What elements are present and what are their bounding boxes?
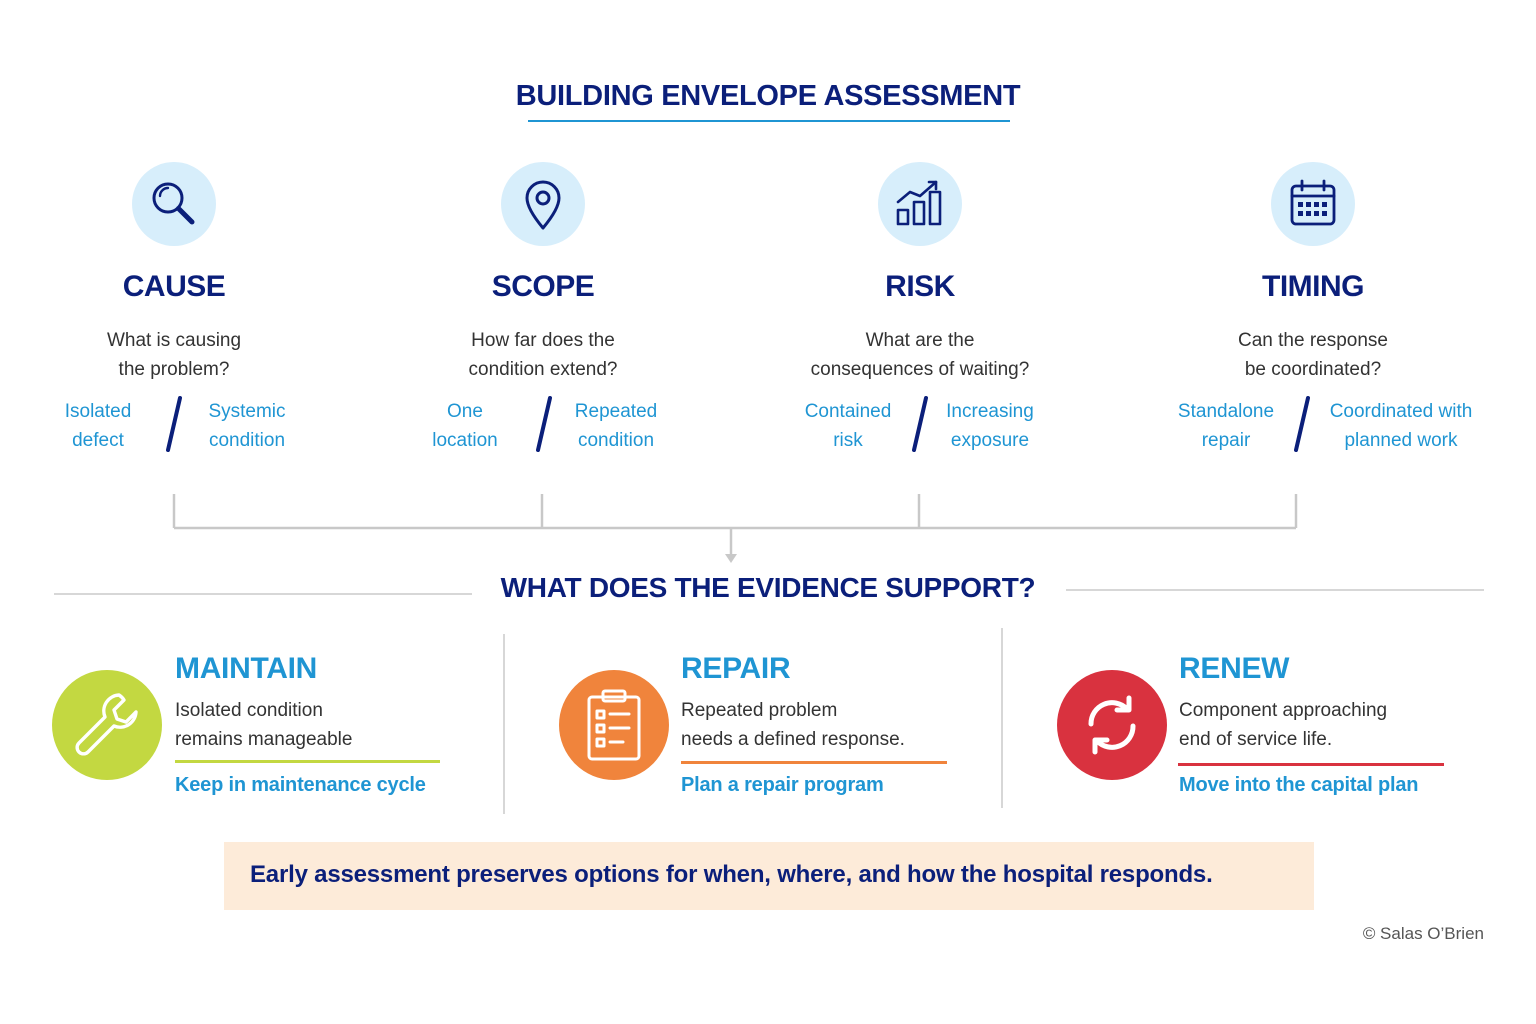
response-action: Keep in maintenance cycle <box>175 774 426 796</box>
divider-slash <box>536 396 552 452</box>
option-left: Standalone repair <box>1177 401 1275 451</box>
option-right: Coordinated with planned work <box>1329 401 1473 451</box>
column-separator <box>503 634 505 814</box>
response-underline <box>1178 763 1444 766</box>
dimension-heading: RISK <box>885 270 955 303</box>
location-pin-icon <box>501 162 585 246</box>
response-underline <box>175 760 440 763</box>
summary-banner-text: Early assessment preserves options for w… <box>250 861 1213 888</box>
magnifier-icon <box>132 162 216 246</box>
dimension-question: Can the response be coordinated? <box>1238 330 1388 380</box>
dimension-question: What are the consequences of waiting? <box>810 330 1030 380</box>
response-heading: RENEW <box>1179 652 1290 685</box>
response-underline <box>681 761 947 764</box>
arrow-down-icon <box>725 554 737 563</box>
divider-slash <box>912 396 928 452</box>
dimension-timing: TIMING Can the response be coordinated? <box>1133 162 1493 384</box>
summary-banner <box>224 842 1314 910</box>
response-heading: MAINTAIN <box>175 652 318 685</box>
response-heading: REPAIR <box>681 652 791 685</box>
dimension-heading: TIMING <box>1262 270 1365 303</box>
option-right: Systemic condition <box>208 401 286 451</box>
dimension-heading: SCOPE <box>491 270 595 303</box>
refresh-arrows-icon <box>1057 670 1167 780</box>
option-right: Increasing exposure <box>946 401 1034 451</box>
page-title: BUILDING ENVELOPE ASSESSMENT <box>515 80 1021 112</box>
divider-slash <box>1294 396 1310 452</box>
response-description: Repeated problem needs a defined respons… <box>681 700 905 750</box>
response-description: Component approaching end of service lif… <box>1179 700 1388 750</box>
dimension-cause: CAUSE What is causing the problem? <box>0 162 354 384</box>
response-action: Move into the capital plan <box>1179 774 1419 796</box>
column-separator <box>1001 628 1003 808</box>
divider-slash <box>166 396 182 452</box>
divider-line <box>54 593 472 595</box>
option-left: Contained risk <box>804 401 892 451</box>
copyright-credit: © Salas O’Brien <box>1362 924 1484 943</box>
divider-line <box>1066 589 1484 591</box>
dimension-question: How far does the condition extend? <box>468 330 618 380</box>
rising-bar-chart-icon <box>878 162 962 246</box>
response-description: Isolated condition remains manageable <box>175 700 353 750</box>
evidence-question: WHAT DOES THE EVIDENCE SUPPORT? <box>500 572 1036 603</box>
response-action: Plan a repair program <box>681 774 884 796</box>
option-right: Repeated condition <box>574 401 658 451</box>
dimension-scope: SCOPE How far does the condition extend? <box>363 162 723 384</box>
dimension-heading: CAUSE <box>122 270 226 303</box>
title-underline <box>528 120 1010 122</box>
option-left: Isolated defect <box>64 401 132 451</box>
option-left: One location <box>432 401 498 451</box>
bracket-connector <box>172 494 1298 563</box>
wrench-icon <box>52 670 162 780</box>
dimension-risk: RISK What are the consequences of waitin… <box>740 162 1100 384</box>
dimension-question: What is causing the problem? <box>106 330 242 380</box>
calendar-icon <box>1271 162 1355 246</box>
clipboard-checklist-icon <box>559 670 669 780</box>
